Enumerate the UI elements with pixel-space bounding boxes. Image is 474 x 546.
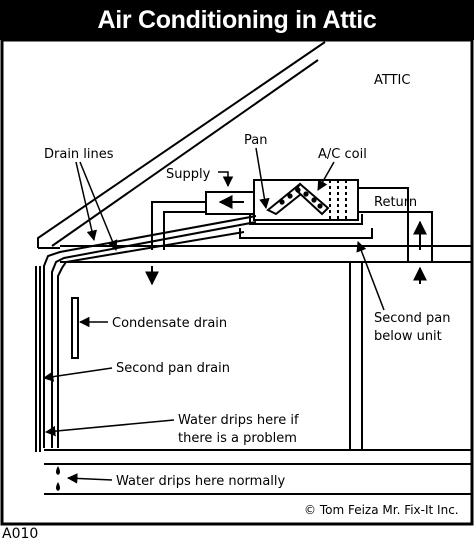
- attic-label: ATTIC: [374, 73, 410, 88]
- second-pan-label-line1: Second pan: [374, 311, 450, 326]
- ceiling-joist: [60, 245, 472, 263]
- drain-lines: [35, 215, 257, 452]
- copyright-label: © Tom Feiza Mr. Fix-It Inc.: [304, 503, 459, 517]
- roof: [37, 41, 326, 249]
- condensate-drain-label: Condensate drain: [112, 316, 227, 331]
- outer-frame: [0, 38, 474, 526]
- attic-ac-diagram: ATTIC Pan A/C coil Drain lines Supply Re…: [0, 38, 474, 526]
- second-pan-label-line2: below unit: [374, 329, 442, 344]
- figure-code: A010: [2, 526, 39, 542]
- second-pan-drain-label: Second pan drain: [116, 361, 230, 376]
- ac-coil: [266, 182, 330, 216]
- wall-framing: [44, 262, 472, 495]
- ac-coil-label: A/C coil: [318, 147, 367, 162]
- water-drips: [56, 466, 60, 491]
- pan-label: Pan: [244, 133, 267, 148]
- wall-stud: [71, 297, 79, 359]
- water-normal-label: Water drips here normally: [116, 474, 286, 489]
- drain-lines-label: Drain lines: [44, 147, 114, 162]
- water-problem-label-line1: Water drips here if: [178, 413, 299, 428]
- second-pan: [239, 228, 373, 239]
- ac-unit: [253, 179, 359, 221]
- primary-pan: [249, 214, 363, 225]
- water-problem-label-line2: there is a problem: [178, 431, 297, 446]
- page-title: Air Conditioning in Attic: [0, 0, 474, 40]
- pointer-arrows: [42, 147, 385, 484]
- flow-arrows: [145, 195, 427, 286]
- supply-duct: [151, 191, 254, 250]
- return-duct: [358, 187, 433, 262]
- supply-label: Supply: [166, 167, 211, 182]
- return-label: Return: [374, 195, 417, 210]
